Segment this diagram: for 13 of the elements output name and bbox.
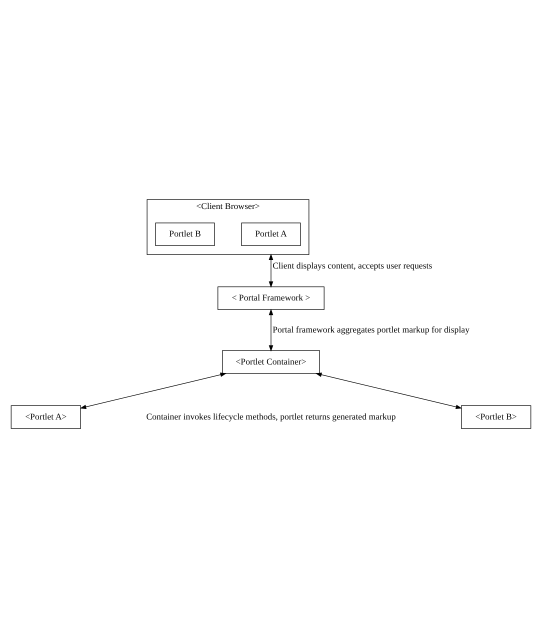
node-box: <Portlet Container> <box>222 350 320 374</box>
node-box: <Portlet B> <box>461 405 532 429</box>
arrow <box>268 254 274 288</box>
arrow <box>268 308 274 352</box>
label: Container invokes lifecycle methods, portlet returns generated markup <box>146 411 396 422</box>
edge-label: Client displays content, accepts user requests <box>272 260 432 271</box>
node-box: <Portlet A> <box>10 405 81 429</box>
node-box: Portlet B <box>155 222 215 246</box>
node-box: < Portal Framework > <box>218 286 324 310</box>
arrow <box>315 372 462 410</box>
edge-label: Portal framework aggregates portlet markup for display <box>272 324 470 334</box>
node-box: Portlet A <box>241 222 301 246</box>
arrow <box>80 372 227 410</box>
